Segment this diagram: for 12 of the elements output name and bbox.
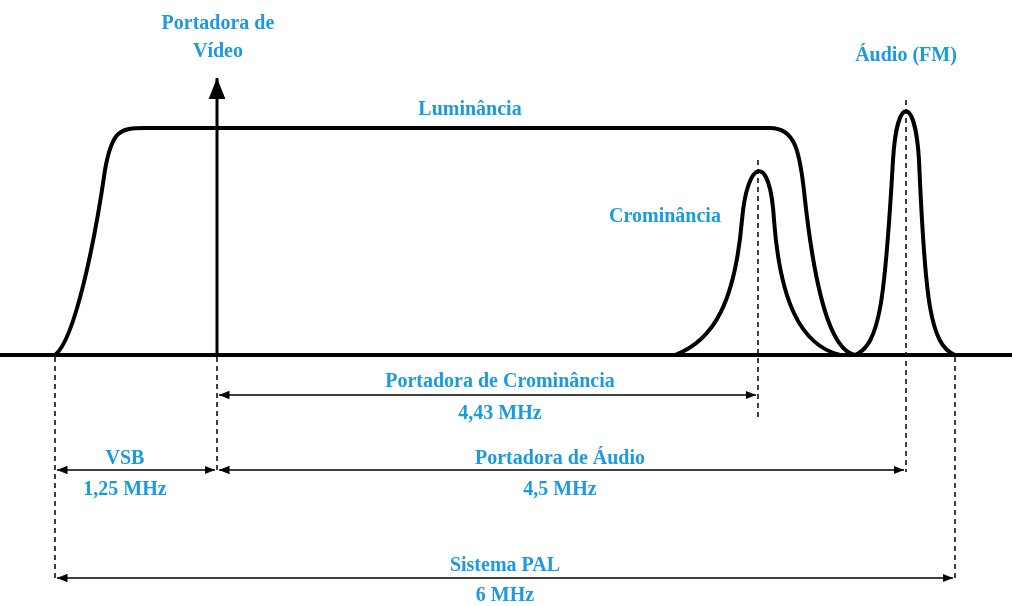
dimension-value: 4,43 MHz — [458, 400, 542, 425]
dimension-value: 4,5 MHz — [523, 476, 597, 501]
band-label: Crominância — [609, 203, 721, 228]
dimension-value: 1,25 MHz — [83, 476, 167, 501]
dimension-label: Sistema PAL — [449, 552, 561, 577]
dimension-label: VSB — [105, 445, 145, 470]
carrier-label: Áudio (FM) — [855, 42, 957, 68]
dimension-label: Portadora de Áudio — [475, 445, 645, 470]
dimension-value: 6 MHz — [475, 582, 535, 606]
dimension-label: Portadora de Crominância — [385, 368, 615, 393]
carrier-label: Portadora de Vídeo — [160, 10, 276, 63]
band-label: Luminância — [418, 96, 522, 121]
